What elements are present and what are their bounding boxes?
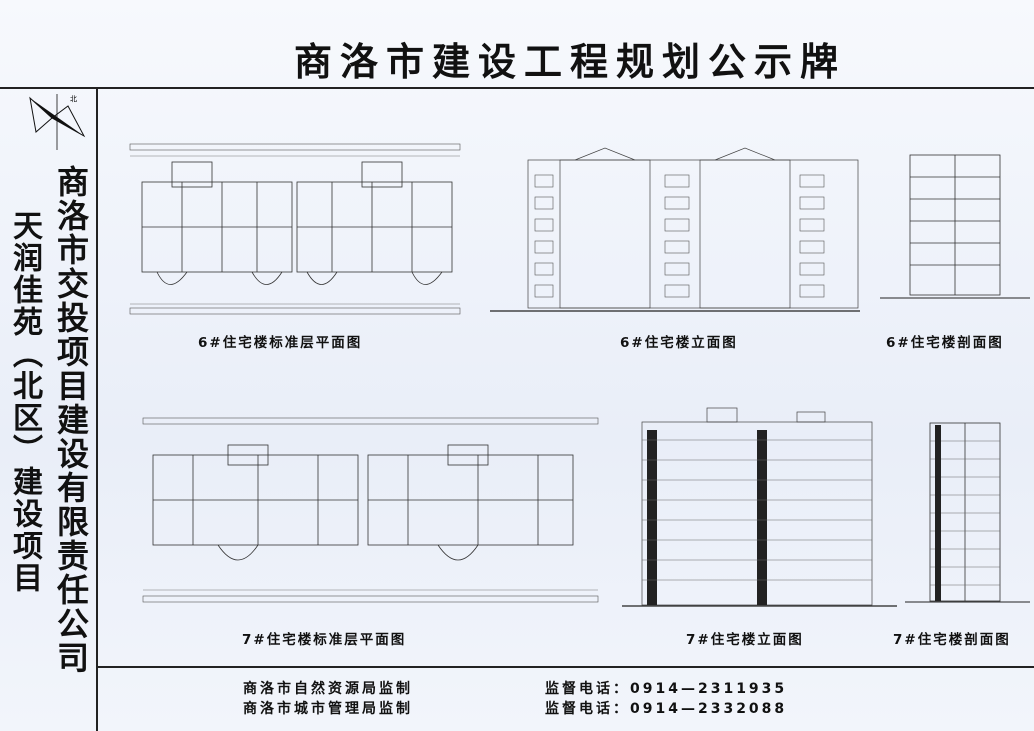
company-name: 商洛市交投项目建设有限责任公司 (52, 165, 90, 675)
top-divider (0, 87, 1034, 89)
elevation-7-drawing (622, 400, 897, 610)
phone-1: 监督电话：0914—2311935 (545, 681, 788, 697)
elevation-6-caption: 6#住宅楼立面图 (620, 335, 738, 351)
section-6-caption: 6#住宅楼剖面图 (886, 335, 1004, 351)
north-arrow-icon: 北 (22, 92, 92, 152)
compass-label: 北 (70, 95, 77, 103)
section-6-drawing (880, 140, 1030, 305)
page-title: 商洛市建设工程规划公示牌 (293, 39, 846, 84)
phone-2: 监督电话：0914—2332088 (545, 701, 788, 717)
plan-7-drawing (118, 410, 608, 625)
supervisor-2: 商洛市城市管理局监制 (243, 701, 413, 717)
supervisor-1: 商洛市自然资源局监制 (243, 681, 413, 697)
elevation-7-caption: 7#住宅楼立面图 (686, 632, 804, 648)
footer-divider (96, 666, 1034, 668)
elevation-6-drawing (490, 135, 860, 315)
plan-6-caption: 6#住宅楼标准层平面图 (198, 335, 363, 351)
project-name: 天润佳苑（北区）建设项目 (7, 210, 42, 594)
left-divider (96, 87, 98, 731)
plan-6-drawing (112, 132, 472, 322)
plan-7-caption: 7#住宅楼标准层平面图 (242, 632, 407, 648)
section-7-caption: 7#住宅楼剖面图 (893, 632, 1011, 648)
section-7-drawing (905, 405, 1030, 605)
